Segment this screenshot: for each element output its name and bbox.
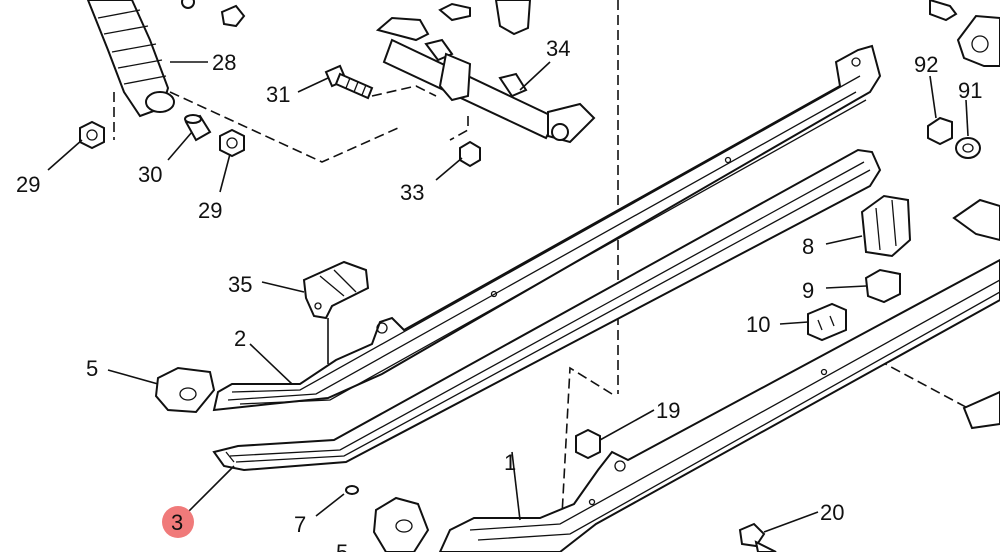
callout-30: 30 xyxy=(138,162,162,187)
right-bracket xyxy=(952,14,1000,430)
callout-8: 8 xyxy=(802,234,814,259)
washer-7 xyxy=(345,485,359,495)
slide-block-5b xyxy=(372,496,430,552)
callout-19: 19 xyxy=(656,398,680,423)
callout-1: 1 xyxy=(504,450,516,475)
part-8 xyxy=(860,194,912,258)
runner xyxy=(212,148,882,472)
nut-33 xyxy=(459,140,481,168)
callout-3-highlighted: 3 xyxy=(171,510,183,535)
callout-28: 28 xyxy=(212,50,236,75)
part-10 xyxy=(807,302,847,342)
callout-5: 5 xyxy=(86,356,98,381)
part-92 xyxy=(927,116,953,146)
leader-lines xyxy=(47,61,969,533)
callout-10: 10 xyxy=(746,312,770,337)
bolt-20 xyxy=(738,522,777,552)
callout-29: 29 xyxy=(16,172,40,197)
bolt-31 xyxy=(324,64,374,100)
callout-9: 9 xyxy=(802,278,814,303)
slide-block-5a xyxy=(154,366,216,414)
collar-30 xyxy=(184,114,212,142)
callout-91: 91 xyxy=(958,78,982,103)
part-91 xyxy=(955,137,981,159)
rail-2 xyxy=(212,44,882,412)
nut-29a xyxy=(79,120,105,150)
callout-31: 31 xyxy=(266,82,290,107)
callout-5: 5 xyxy=(336,540,348,552)
callout-20: 20 xyxy=(820,500,844,525)
nut-19 xyxy=(575,428,601,460)
callout-29: 29 xyxy=(198,198,222,223)
callout-labels: 28 29 30 29 31 33 34 92 91 8 9 10 35 2 5… xyxy=(16,36,982,552)
nut-29b xyxy=(219,128,245,158)
rail-1 xyxy=(438,258,1000,552)
callout-92: 92 xyxy=(914,52,938,77)
callout-2: 2 xyxy=(234,326,246,351)
callout-34: 34 xyxy=(546,36,570,61)
part-9 xyxy=(864,268,901,304)
top-bolts xyxy=(181,0,958,36)
shock-absorber xyxy=(86,0,175,118)
bracket-35 xyxy=(302,260,370,320)
shaft-34 xyxy=(375,16,596,144)
callout-35: 35 xyxy=(228,272,252,297)
callout-7: 7 xyxy=(294,512,306,537)
highlight-marker xyxy=(162,506,194,538)
callout-33: 33 xyxy=(400,180,424,205)
